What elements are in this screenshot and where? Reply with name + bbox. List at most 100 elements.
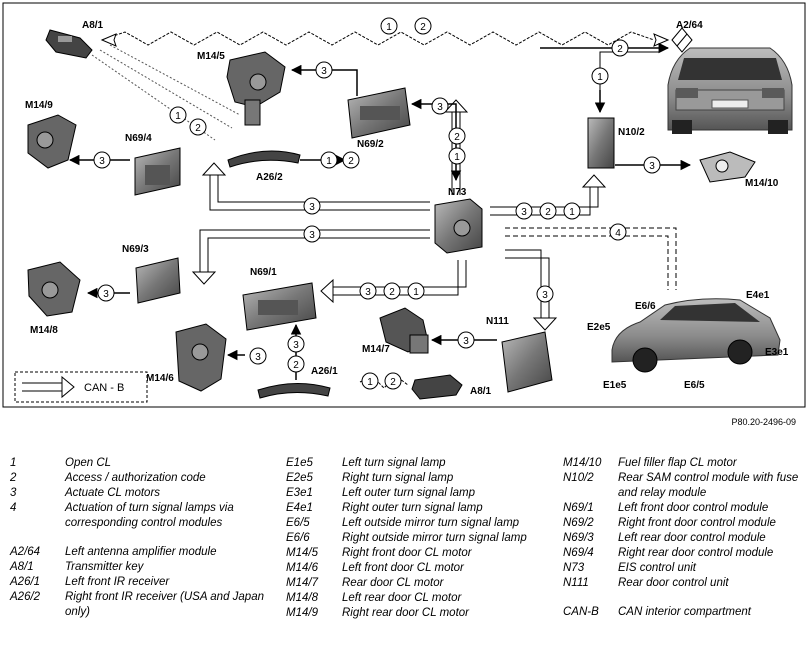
legend-code: N10/2	[563, 472, 594, 484]
label-e6-5: E6/5	[684, 380, 705, 391]
ir-receiver-a26-1: A26/1	[257, 366, 338, 399]
legend-code: E4e1	[286, 502, 313, 514]
legend-description: Left outer turn signal lamp	[342, 487, 475, 499]
legend-description: Left antenna amplifier module	[65, 546, 217, 558]
module-n69-2: N69/2	[347, 87, 411, 150]
legend-row: N10/2 Rear SAM control module with fuse a…	[563, 471, 803, 501]
svg-text:3: 3	[309, 230, 315, 241]
label-n69-3: N69/3	[122, 244, 149, 255]
label-m14-8: M14/8	[30, 325, 58, 336]
vehicle-rear-view	[667, 47, 793, 134]
svg-text:1: 1	[326, 156, 332, 167]
svg-text:1: 1	[413, 287, 419, 298]
label-m14-6: M14/6	[146, 373, 174, 384]
svg-text:1: 1	[386, 22, 392, 33]
legend-row: E4e1 Right outer turn signal lamp	[286, 501, 556, 516]
motor-m14-6: M14/6	[146, 323, 227, 392]
legend-code: M14/10	[563, 457, 602, 469]
legend-code: N69/3	[563, 532, 594, 544]
svg-text:2: 2	[293, 360, 299, 371]
svg-text:3: 3	[463, 336, 469, 347]
svg-text:1: 1	[175, 111, 181, 122]
module-n69-3: N69/3	[122, 244, 181, 304]
legend-description: Right turn signal lamp	[342, 472, 454, 484]
legend-code: M14/5	[286, 547, 318, 559]
legend-code: 2	[10, 472, 17, 484]
svg-text:3: 3	[309, 202, 315, 213]
svg-text:2: 2	[389, 287, 395, 298]
legend-code: M14/9	[286, 607, 318, 619]
label-n69-4: N69/4	[125, 133, 152, 144]
legend-description: Right outside mirror turn signal lamp	[342, 532, 527, 544]
figure-id: P80.20-2496-09	[731, 417, 796, 427]
can-b-key: CAN - B	[14, 371, 148, 403]
legend-description: Right front door CL motor	[342, 547, 472, 559]
label-m14-9: M14/9	[25, 100, 53, 111]
svg-text:2: 2	[454, 132, 460, 143]
vehicle-side-view: E6/6 E4e1 E2e5 E3e1 E1e5 E6/5	[587, 290, 789, 391]
module-n10-2: N10/2	[587, 117, 645, 169]
legend-description: Left rear door control module	[618, 532, 766, 544]
svg-text:2: 2	[348, 156, 354, 167]
legend-description: Rear door control unit	[618, 577, 729, 589]
legend-description: Right rear door control module	[618, 547, 774, 559]
svg-text:1: 1	[569, 207, 575, 218]
legend-description: Left front IR receiver	[65, 576, 170, 588]
motor-m14-10: M14/10	[699, 151, 779, 189]
legend-description: Actuation of turn signal lamps via corre…	[65, 502, 234, 529]
legend-description: Left turn signal lamp	[342, 457, 446, 469]
legend-description: Left front door CL motor	[342, 562, 464, 574]
diagram-frame	[2, 2, 806, 408]
module-n69-4: N69/4	[125, 133, 181, 196]
legend-code: E2e5	[286, 472, 313, 484]
legend-description: Access / authorization code	[65, 472, 206, 484]
svg-text:1: 1	[367, 377, 373, 388]
label-n69-2: N69/2	[357, 139, 384, 150]
label-e1e5: E1e5	[603, 380, 627, 391]
label-e3e1: E3e1	[765, 347, 789, 358]
legend-code: A26/1	[10, 576, 41, 588]
svg-text:1: 1	[454, 152, 460, 163]
svg-text:3: 3	[99, 156, 105, 167]
legend-row: 4 Actuation of turn signal lamps via corr…	[10, 501, 275, 531]
system-diagram: 1 2 1 2 A8/1 A2/64 M14/5	[2, 2, 806, 408]
label-m14-7: M14/7	[362, 344, 390, 355]
legend-row: 2 Access / authorization code	[10, 471, 275, 486]
legend-code: N73	[563, 562, 585, 574]
legend-code: M14/8	[286, 592, 318, 604]
wireless-link-top: 1 2	[100, 17, 670, 47]
svg-text:3: 3	[437, 102, 443, 113]
legend-code: M14/6	[286, 562, 318, 574]
motor-m14-5: M14/5	[197, 51, 286, 126]
legend-description: Right outer turn signal lamp	[342, 502, 483, 514]
svg-text:3: 3	[255, 352, 261, 363]
legend-code: N69/1	[563, 502, 594, 514]
transmitter-key-bottom: 1 2 A8/1	[359, 372, 492, 400]
legend-description: Rear SAM control module with fuse and re…	[618, 472, 799, 499]
label-e2e5: E2e5	[587, 322, 611, 333]
legend-code: 4	[10, 502, 17, 514]
svg-text:2: 2	[195, 123, 201, 134]
label-e4e1: E4e1	[746, 290, 770, 301]
legend-description: Right front IR receiver (USA and Japan o…	[65, 591, 264, 618]
legend-description: Left front door control module	[618, 502, 769, 514]
legend-code: E6/5	[286, 517, 310, 529]
legend-description: Open CL	[65, 457, 112, 469]
motor-m14-9: M14/9	[25, 100, 77, 169]
